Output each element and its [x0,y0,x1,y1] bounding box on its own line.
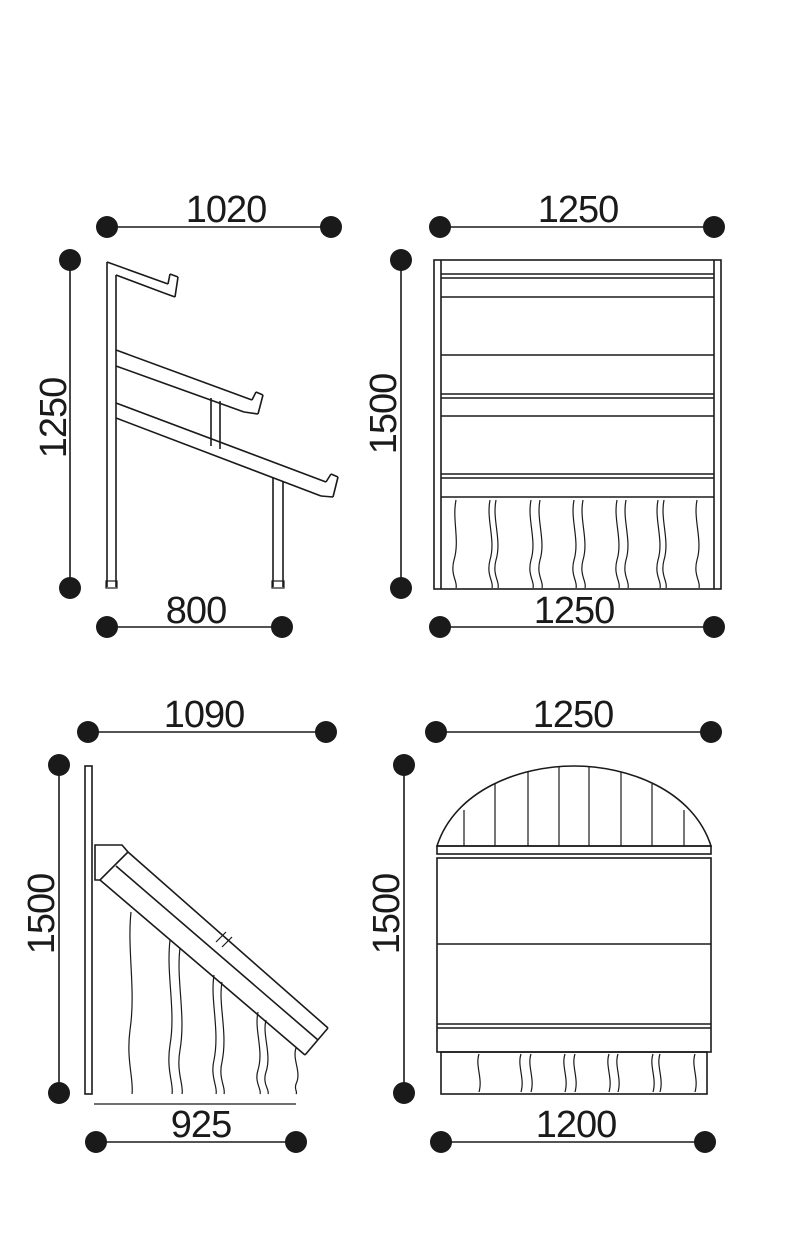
dimension-endpoint [320,216,342,238]
dimension-bottom-depth: 925 [85,1104,307,1153]
dimension-label: 1500 [363,374,405,455]
dimension-top-width: 1020 [96,189,342,238]
view-tiered-rack: 1020 1250 800 [33,189,342,638]
dimension-endpoint [393,754,415,776]
dimension-endpoint [59,577,81,599]
dimension-label: 1090 [164,694,245,736]
dimension-bottom-width: 1200 [430,1104,716,1153]
dimension-endpoint [85,1131,107,1153]
dimension-label: 1250 [33,378,75,459]
view-slanted-bin: 1090 1500 925 [21,694,337,1153]
dimension-endpoint [271,616,293,638]
dimension-label: 1250 [538,189,619,231]
dimension-label: 1250 [533,694,614,736]
dimension-label: 1250 [534,590,615,632]
dimension-left-height: 1500 [366,754,415,1104]
view-shelf-unit: 1250 1500 1250 [363,189,725,638]
dimension-endpoint [48,1082,70,1104]
dimension-label: 925 [171,1104,231,1146]
dimension-top-width: 1090 [77,694,337,743]
dimension-label: 1020 [186,189,267,231]
dimension-endpoint [425,721,447,743]
dimension-endpoint [285,1131,307,1153]
dimension-endpoint [703,216,725,238]
dimension-endpoint [77,721,99,743]
rack-drawing [105,261,339,589]
dimension-top-width: 1250 [425,694,722,743]
dimension-label: 800 [166,590,226,632]
slanted-bin-drawing [84,765,329,1105]
dimension-endpoint [694,1131,716,1153]
dimension-endpoint [700,721,722,743]
dimension-endpoint [430,1131,452,1153]
dimension-bottom-width: 1250 [429,590,725,638]
dimension-endpoint [390,577,412,599]
dimension-endpoint [315,721,337,743]
dimension-top-width: 1250 [429,189,725,238]
dimension-endpoint [96,616,118,638]
wavy-slats [128,911,299,1095]
dimension-endpoint [59,249,81,271]
dimension-endpoint [390,249,412,271]
dimension-label: 1200 [536,1104,617,1146]
dimension-endpoint [429,216,451,238]
dimension-left-height: 1250 [33,249,81,599]
dimension-endpoint [703,616,725,638]
shelf-unit-drawing [433,259,722,590]
arched-cabinet-drawing [435,765,713,1095]
dimension-left-height: 1500 [21,754,70,1104]
dimension-label: 1500 [366,874,408,955]
dimension-left-height: 1500 [363,249,412,599]
dimension-endpoint [393,1082,415,1104]
wavy-slats [477,1053,697,1093]
dimension-bottom-depth: 800 [96,590,293,638]
dimension-endpoint [96,216,118,238]
wavy-slats [452,499,700,589]
dimension-endpoint [48,754,70,776]
dimension-endpoint [429,616,451,638]
arch-slats [463,767,685,846]
view-arched-cabinet: 1250 1500 1200 [366,694,722,1153]
dimension-label: 1500 [21,874,63,955]
